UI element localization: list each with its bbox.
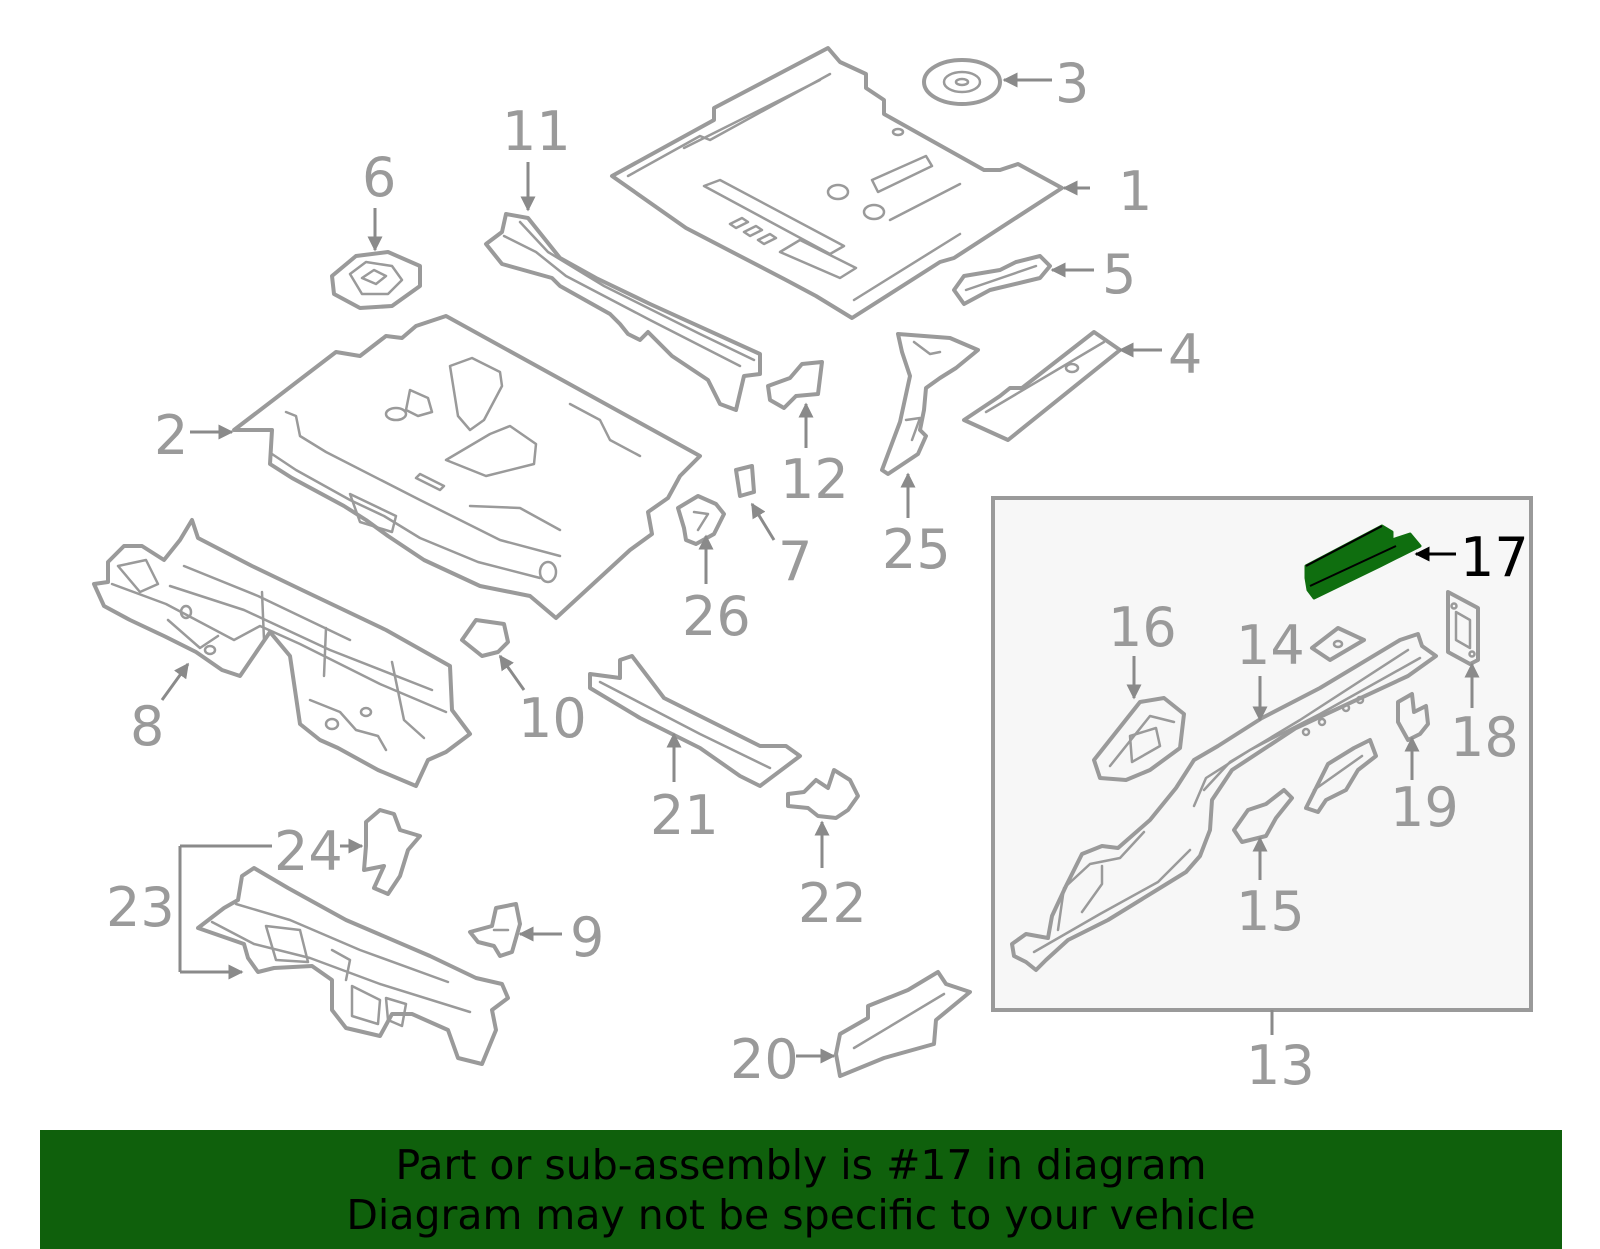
callout-25: 25 xyxy=(882,518,951,581)
callout-3: 3 xyxy=(1055,52,1089,115)
part-6-pad xyxy=(330,250,422,310)
part-3-plug xyxy=(922,58,1002,106)
callout-19: 19 xyxy=(1390,776,1459,839)
part-10-bracket xyxy=(460,618,510,658)
callout-11: 11 xyxy=(502,100,571,163)
callout-9: 9 xyxy=(570,906,604,969)
part-25-pillar-reinforcement xyxy=(880,332,980,476)
callout-16: 16 xyxy=(1108,596,1177,659)
part-5-bracket xyxy=(952,254,1052,306)
callout-22: 22 xyxy=(798,872,867,935)
part-14-rail xyxy=(1010,632,1438,972)
callout-12: 12 xyxy=(780,448,849,511)
callout-13: 13 xyxy=(1246,1034,1315,1097)
callout-7: 7 xyxy=(778,530,812,593)
part-19-bracket xyxy=(1396,692,1430,742)
callout-1: 1 xyxy=(1118,160,1152,223)
part-1-rear-floor-pan xyxy=(610,46,1064,320)
part-11-cross-member xyxy=(484,212,762,412)
callout-10: 10 xyxy=(518,687,587,750)
part-23-dash-assembly xyxy=(196,866,510,1066)
callout-23: 23 xyxy=(106,876,175,939)
banner-line-1: Part or sub-assembly is #17 in diagram xyxy=(395,1141,1207,1189)
part-16-reinforcement xyxy=(1092,696,1186,782)
part-17-highlighted xyxy=(1304,524,1422,600)
part-20-reinforcement xyxy=(834,970,972,1078)
part-26-bracket xyxy=(676,494,726,546)
part-18-plate xyxy=(1446,590,1480,666)
callout-17: 17 xyxy=(1460,526,1529,589)
callout-20: 20 xyxy=(730,1028,799,1091)
part-12-bracket xyxy=(766,360,824,410)
part-2-front-floor-pan xyxy=(232,314,702,620)
banner-line-2: Diagram may not be specific to your vehi… xyxy=(346,1191,1256,1239)
callout-8: 8 xyxy=(130,695,164,758)
callout-2: 2 xyxy=(154,404,188,467)
part-small-plate xyxy=(1310,626,1366,662)
part-7-clip xyxy=(734,464,756,498)
callout-4: 4 xyxy=(1168,323,1202,386)
callout-15: 15 xyxy=(1236,880,1305,943)
part-4-reinforcement xyxy=(962,330,1122,442)
part-15-bracket xyxy=(1232,788,1294,844)
callout-6: 6 xyxy=(362,146,396,209)
info-banner: Part or sub-assembly is #17 in diagram D… xyxy=(40,1130,1562,1249)
callout-5: 5 xyxy=(1102,243,1136,306)
part-22-bracket xyxy=(786,768,860,820)
part-bracket-inner xyxy=(1304,738,1378,814)
parts-diagram: 1 2 3 4 5 xyxy=(92,46,1533,1097)
callout-18: 18 xyxy=(1450,706,1519,769)
callout-14: 14 xyxy=(1236,614,1305,677)
part-8-dash-panel xyxy=(92,518,472,788)
callout-24: 24 xyxy=(274,820,343,883)
callout-21: 21 xyxy=(650,784,719,847)
part-9-bracket xyxy=(468,902,522,958)
part-21-cross-member xyxy=(588,654,802,788)
part-24-bracket xyxy=(362,808,422,896)
callout-26: 26 xyxy=(682,585,751,648)
